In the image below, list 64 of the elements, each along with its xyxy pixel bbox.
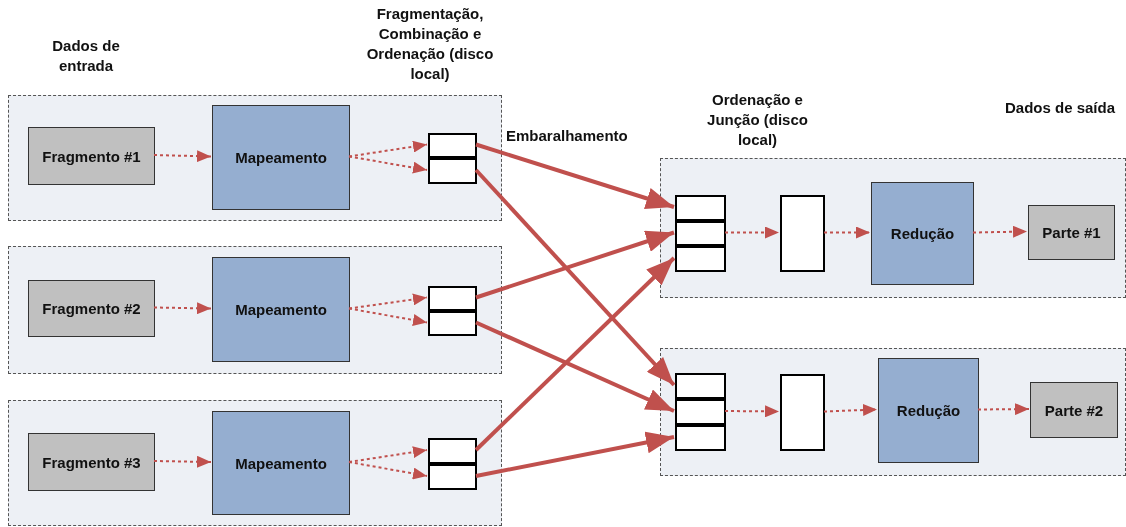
buffer-cell [428,311,477,336]
dashed-group-box [660,158,1126,298]
arrow [348,293,428,310]
node-label: Fragmento #1 [41,146,142,167]
arrow [348,461,428,480]
process-box [871,182,974,285]
arrow [475,230,675,300]
dashed-group-box [8,400,502,526]
arrow [348,307,428,326]
arrow [474,256,676,452]
section-label: Fragmentação, Combinação e Ordenação (disco local) [365,4,495,84]
data-box [28,433,155,491]
arrow [348,155,428,174]
buffer-cell [675,246,726,272]
data-box [28,127,155,185]
node-label: Redução [889,224,956,244]
buffer-cell [675,399,726,425]
buffer-cell [428,464,477,490]
node-label: Mapeamento [234,148,328,168]
dashed-group-box [660,348,1126,476]
node-label: Parte #2 [1043,400,1105,421]
arrow [724,226,780,239]
arrow [474,168,676,387]
section-label: Dados de saída [1003,98,1116,118]
dashed-group-box [8,246,502,374]
process-box [212,411,350,515]
data-box [1030,382,1118,438]
node-label: Redução [895,401,962,421]
buffer-cell [675,195,726,221]
dashed-group-box [8,95,502,221]
buffer-cell [780,374,825,451]
node-label: Fragmento #2 [41,299,142,319]
arrow [153,302,212,315]
node-label: Parte #1 [1041,223,1102,243]
process-box [212,105,350,210]
data-box [1028,205,1115,260]
arrow [823,404,878,416]
buffer-cell [428,158,477,184]
arrow [823,226,871,239]
buffer-cell [428,438,477,464]
process-box [878,358,979,463]
node-label: Mapeamento [234,453,328,474]
arrow [475,320,675,413]
data-box [28,280,155,337]
arrow [475,431,675,478]
arrow [348,140,428,158]
buffer-cell [780,195,825,272]
section-label: Embaralhamento [506,126,629,146]
section-label: Dados de entrada [51,36,121,76]
arrow [724,405,780,418]
section-label: Ordenação e Junção (disco local) [706,90,809,150]
arrow [977,403,1030,416]
buffer-cell [675,373,726,399]
arrow [153,150,212,163]
node-label: Fragmento #3 [41,452,142,473]
process-box [212,257,350,362]
buffer-cell [428,286,477,311]
buffer-cell [428,133,477,158]
arrow [972,225,1028,238]
buffer-cell [675,221,726,246]
node-label: Mapeamento [234,300,328,320]
arrow [153,455,212,468]
arrow [475,142,675,210]
buffer-cell [675,425,726,451]
